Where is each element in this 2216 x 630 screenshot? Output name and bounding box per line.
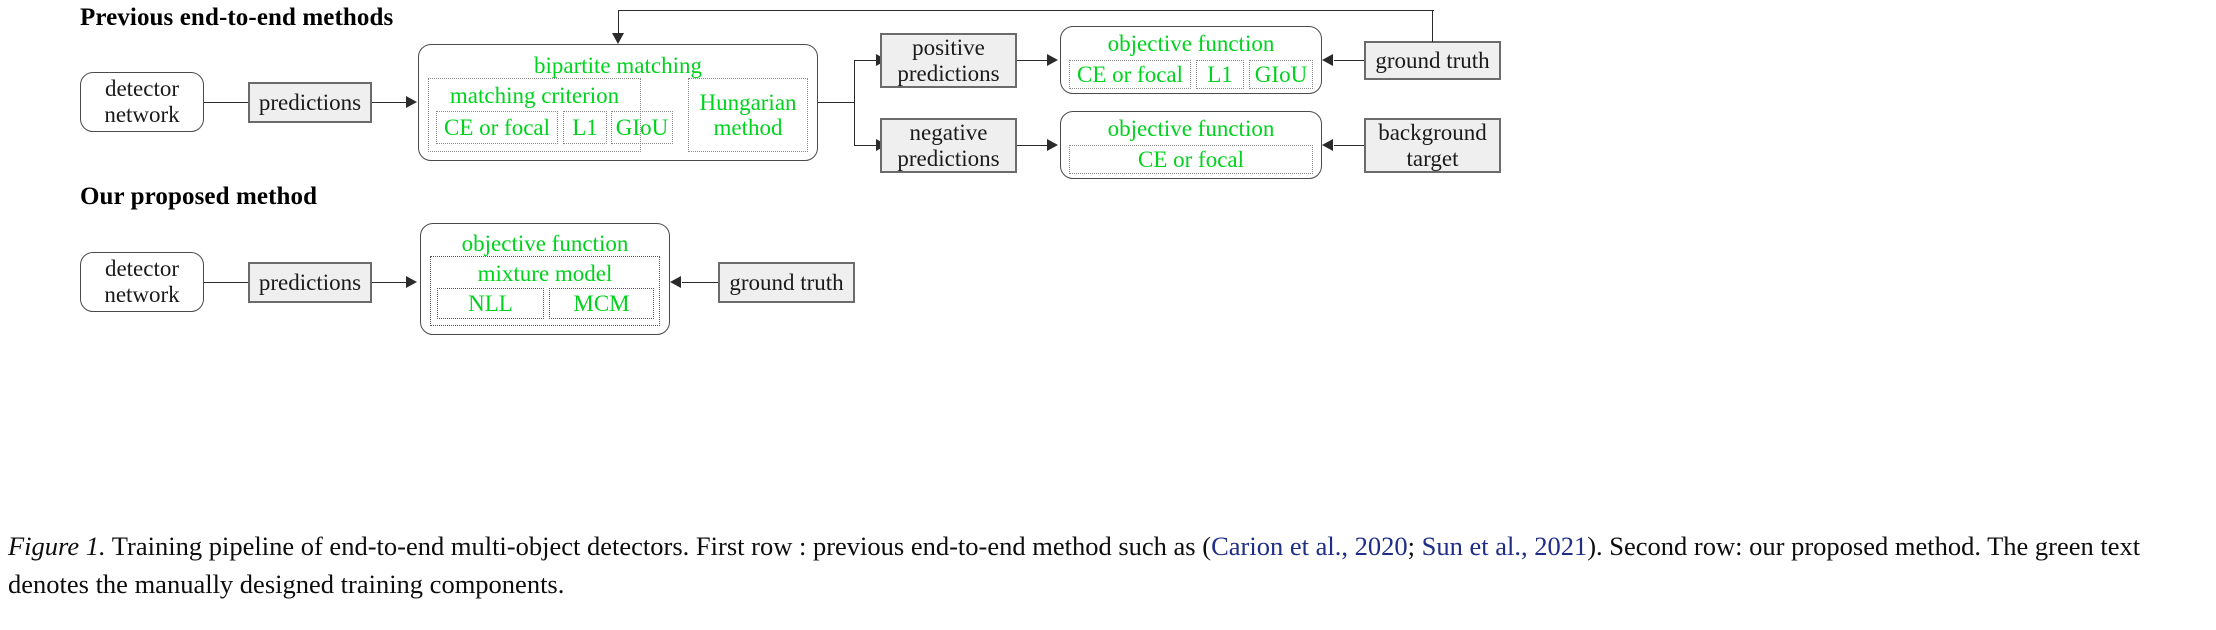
dotted-term-ce-or-focal-matching: CE or focal (436, 111, 558, 144)
node-positive-predictions: positive predictions (880, 33, 1017, 88)
label-mixture-model: mixture model (477, 261, 613, 286)
arrowhead-ground-truth-to-objective (1322, 53, 1333, 66)
dotted-term-ce-or-focal-objective-positive: CE or focal (1069, 60, 1191, 89)
arrowhead-negative-to-objective (1047, 138, 1058, 151)
dotted-term-giou-matching: GIoU (611, 111, 673, 144)
figure-caption-citation-carion[interactable]: Carion et al., 2020 (1211, 531, 1408, 561)
node-detector-network-previous: detector network (80, 72, 204, 132)
connector-down-to-bipartite (618, 10, 619, 35)
node-background-target: background target (1364, 118, 1501, 173)
node-ground-truth-previous: ground truth (1364, 41, 1501, 80)
dotted-term-mcm: MCM (549, 288, 654, 319)
connector-ground-truth-up (1432, 10, 1433, 42)
section-title-previous: Previous end-to-end methods (80, 4, 394, 31)
node-ground-truth-proposed: ground truth (718, 262, 855, 303)
dotted-term-nll: NLL (437, 288, 544, 319)
figure-caption-text-part2: ). Second row: our proposed method. The … (8, 531, 2141, 599)
figure-caption: Figure 1. Training pipeline of end-to-en… (8, 528, 2212, 603)
dotted-hungarian-method: Hungarian method (688, 78, 808, 152)
connector-ground-truth-to-objective (1334, 60, 1364, 61)
group-label-bipartite-matching: bipartite matching (534, 53, 702, 78)
connector-positive-to-objective (1017, 60, 1050, 61)
group-objective-function-proposed: objective function (420, 223, 670, 335)
figure-caption-citation-sun[interactable]: Sun et al., 2021 (1421, 531, 1588, 561)
connector-predictions-to-bipartite (372, 102, 409, 103)
node-negative-predictions: negative predictions (880, 118, 1017, 173)
connector-split-vertical (854, 60, 855, 145)
connector-detector-to-predictions-previous (204, 102, 248, 103)
connector-split-to-negative (854, 145, 880, 146)
node-detector-network-proposed: detector network (80, 252, 204, 312)
dotted-matching-criterion: matching criterion (428, 78, 641, 152)
dotted-term-giou-objective-positive: GIoU (1249, 60, 1313, 89)
connector-detector-to-predictions-proposed (204, 282, 248, 283)
node-predictions-previous: predictions (248, 82, 372, 123)
dotted-term-l1-matching: L1 (563, 111, 607, 144)
figure-caption-label: Figure 1. (8, 531, 106, 561)
dotted-mixture-model: mixture model (430, 256, 660, 326)
section-title-proposed: Our proposed method (80, 183, 318, 210)
group-label-objective-function-positive: objective function (1107, 31, 1275, 56)
arrowhead-predictions-to-bipartite (406, 95, 417, 108)
dotted-term-ce-or-focal-objective-negative: CE or focal (1069, 145, 1313, 174)
figure-caption-citation-separator: ; (1407, 531, 1422, 561)
connector-predictions-to-objective-proposed (372, 282, 409, 283)
connector-background-target-to-objective (1334, 145, 1364, 146)
figure-caption-text-part1: Training pipeline of end-to-end multi-ob… (105, 531, 1212, 561)
arrowhead-ground-truth-to-objective-proposed (670, 275, 681, 288)
group-label-objective-function-negative: objective function (1107, 116, 1275, 141)
arrowhead-down-to-bipartite (611, 33, 624, 44)
arrowhead-background-target-to-objective (1322, 138, 1333, 151)
group-bipartite-matching: bipartite matching (418, 44, 818, 161)
label-matching-criterion: matching criterion (449, 83, 620, 108)
arrowhead-predictions-to-objective-proposed (406, 275, 417, 288)
connector-split-to-positive (854, 60, 880, 61)
connector-ground-truth-across (618, 10, 1434, 11)
node-predictions-proposed: predictions (248, 262, 372, 303)
group-label-objective-function-proposed: objective function (461, 231, 629, 256)
connector-bipartite-to-split (818, 102, 854, 103)
connector-ground-truth-to-objective-proposed (682, 282, 718, 283)
dotted-term-l1-objective-positive: L1 (1196, 60, 1244, 89)
arrowhead-positive-to-objective (1047, 53, 1058, 66)
connector-negative-to-objective (1017, 145, 1050, 146)
